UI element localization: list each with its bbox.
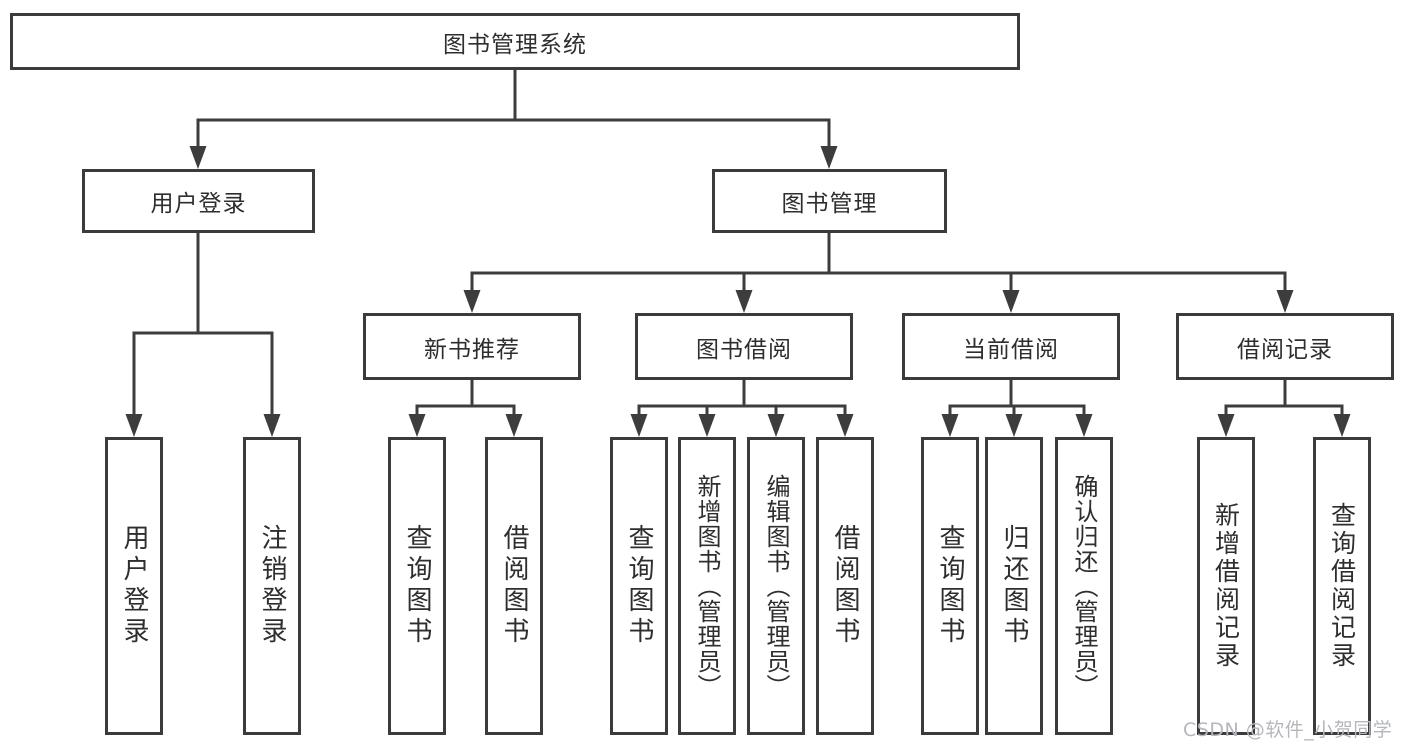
arrowheads: [125, 146, 1351, 437]
node-root: 图书管理系统: [10, 13, 1020, 70]
csdn-watermark: CSDN @软件_小贺同学: [1183, 719, 1393, 741]
node-borrow-records-label: 借阅记录: [1237, 336, 1333, 363]
leaf-borrow-book: 借阅图书: [816, 437, 874, 735]
leaf-user-login: 用户登录: [105, 437, 163, 735]
leaf-query-book-current: 查询图书: [921, 437, 979, 735]
node-borrow-records: 借阅记录: [1176, 313, 1394, 380]
node-new-book-recommend-label: 新书推荐: [424, 336, 520, 363]
node-book-borrow-label: 图书借阅: [696, 336, 792, 363]
node-root-label: 图书管理系统: [443, 31, 587, 58]
leaf-query-borrow-record: 查询借阅记录: [1313, 437, 1371, 735]
leaf-borrow-book-recommend: 借阅图书: [485, 437, 543, 735]
leaf-edit-book-admin: 编辑图书（管理员）: [747, 437, 805, 735]
leaf-logout: 注销登录: [243, 437, 301, 735]
node-book-borrow: 图书借阅: [635, 313, 853, 380]
node-new-book-recommend: 新书推荐: [363, 313, 581, 380]
leaf-query-book-borrow: 查询图书: [610, 437, 668, 735]
node-user-login: 用户登录: [82, 169, 315, 233]
node-user-login-label: 用户登录: [150, 191, 247, 217]
node-book-management-label: 图书管理: [781, 191, 878, 217]
node-book-management: 图书管理: [712, 169, 947, 233]
leaf-add-book-admin: 新增图书（管理员）: [678, 437, 736, 735]
leaf-confirm-return-admin: 确认归还（管理员）: [1055, 437, 1113, 735]
leaf-add-borrow-record: 新增借阅记录: [1197, 437, 1255, 735]
leaf-query-book-recommend: 查询图书: [388, 437, 446, 735]
node-current-borrow-label: 当前借阅: [963, 336, 1059, 363]
node-current-borrow: 当前借阅: [902, 313, 1120, 380]
leaf-return-book: 归还图书: [985, 437, 1043, 735]
